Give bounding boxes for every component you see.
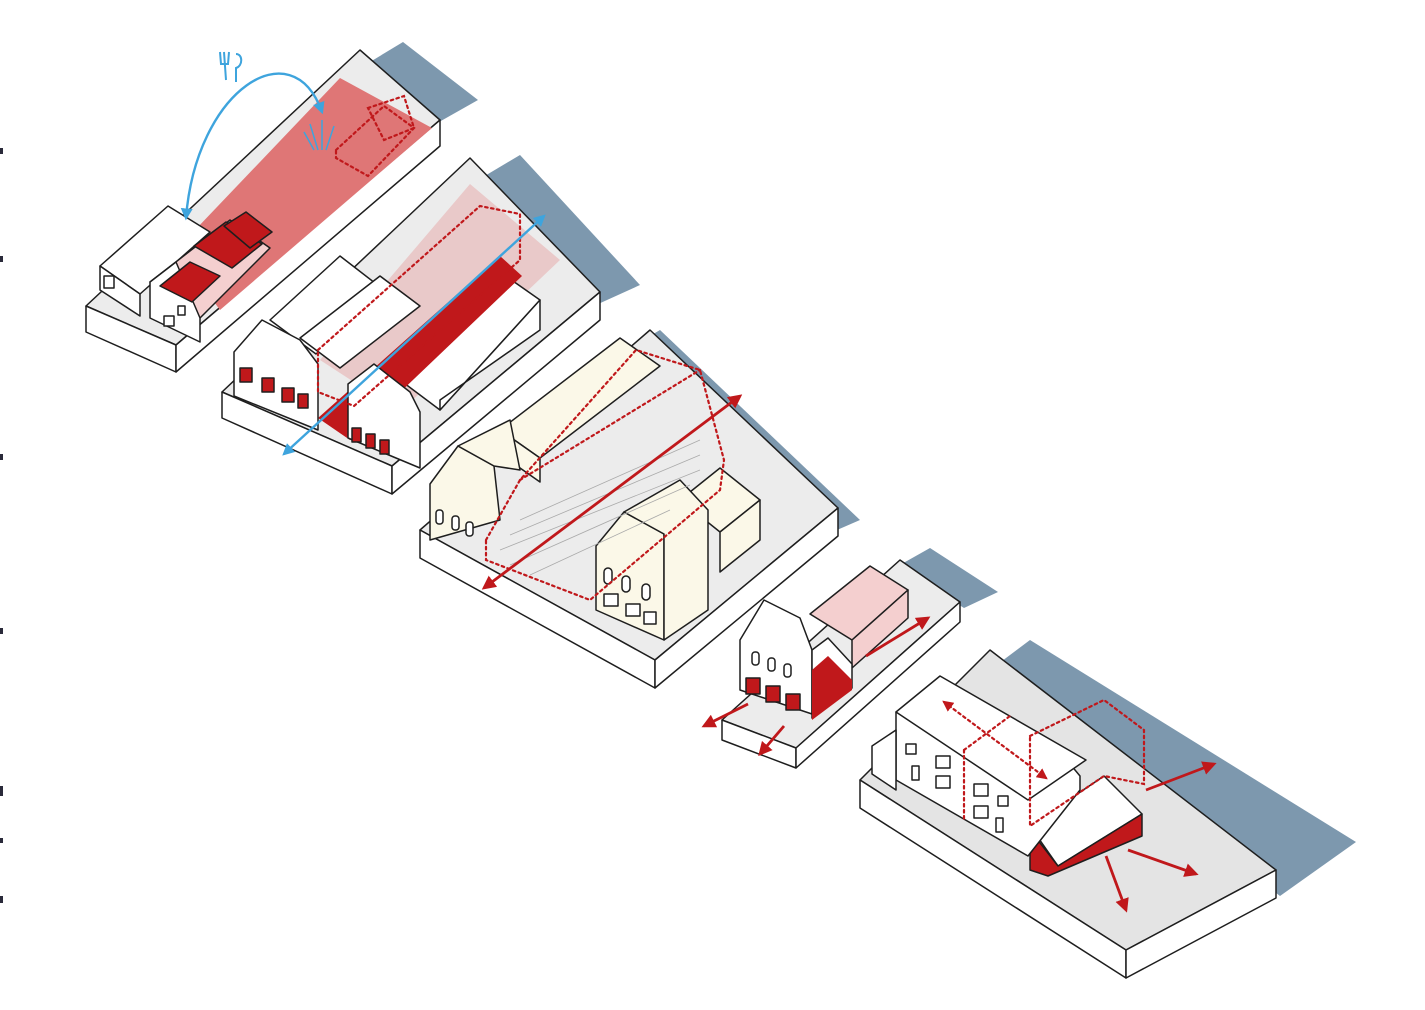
annex-outline [334, 104, 416, 178]
red-side-wall [812, 656, 852, 720]
edge-marks [0, 148, 3, 903]
red-arrow-down-right [1127, 848, 1199, 877]
red-arrow-back [865, 616, 931, 658]
house-windows [751, 651, 792, 678]
red-double-arrow [481, 394, 743, 590]
cutlery-icon [219, 51, 243, 82]
pink-extension-front [851, 589, 909, 669]
side-outbuilding [871, 729, 897, 791]
water-strip [990, 640, 1356, 896]
plot-3 [419, 329, 860, 689]
plot-right-face [654, 507, 839, 689]
extension-outline [1028, 698, 1146, 829]
red-openings [745, 677, 801, 711]
water-strip [478, 155, 640, 305]
red-arrow-left [701, 702, 749, 728]
plot-2 [221, 155, 640, 495]
shed-outline [366, 94, 416, 142]
house-1-front [149, 261, 201, 343]
red-arrow-down [758, 725, 786, 757]
water-strip [898, 548, 998, 608]
red-extension-face [1029, 813, 1143, 877]
plot-right-face [1125, 869, 1277, 979]
blue-curved-arrow [180, 72, 325, 221]
plot-right-face [795, 601, 961, 769]
house-2-roof [193, 221, 263, 269]
red-arrow-down [1104, 855, 1129, 913]
water-strip [360, 42, 478, 126]
house-1-roof [159, 261, 221, 303]
red-arrow-right [1145, 761, 1217, 792]
plot-5 [859, 640, 1356, 979]
red-dotted-arrow-roof [942, 700, 1048, 780]
blue-double-arrow [282, 214, 546, 456]
plot-4 [701, 548, 998, 769]
